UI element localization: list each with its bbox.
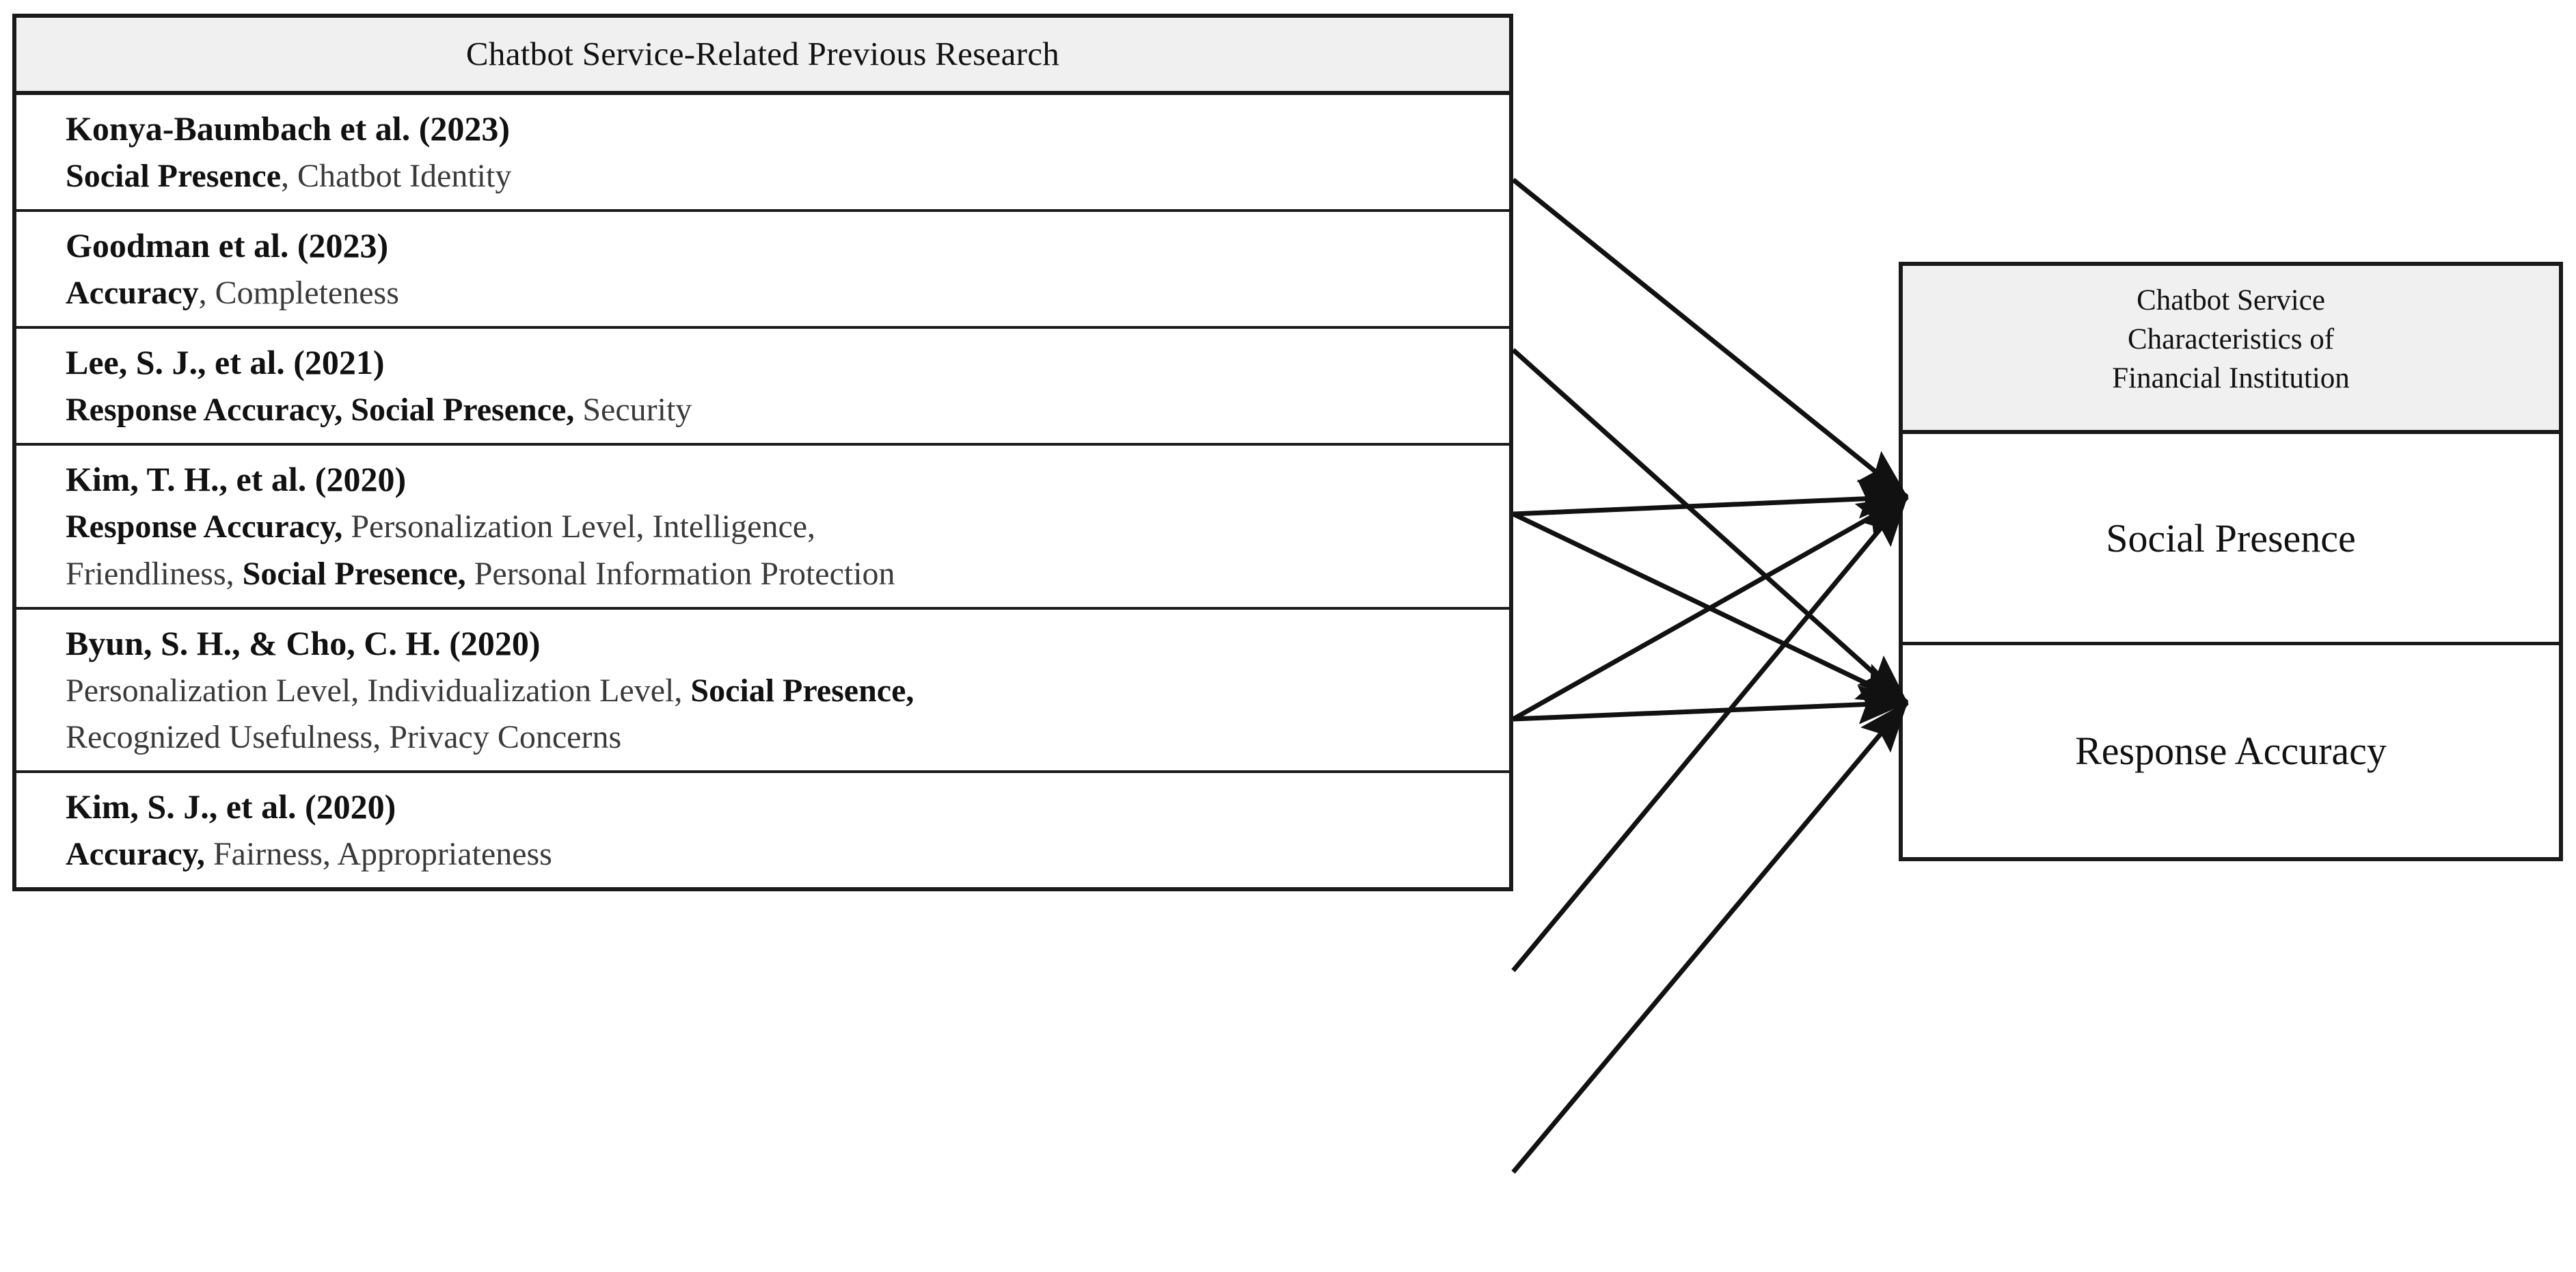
previous-research-table-header: Chatbot Service-Related Previous Researc…: [16, 18, 1509, 95]
research-attributes-line: Response Accuracy, Personalization Level…: [66, 504, 1509, 550]
research-citation: Byun, S. H., & Cho, C. H. (2020): [66, 623, 541, 662]
research-attributes-line: Accuracy, Fairness, Appropriateness: [66, 831, 1509, 878]
attribute-text: Personal Information Protection: [474, 555, 895, 592]
characteristic-social-presence-label: Social Presence: [2106, 515, 2356, 560]
research-attributes-line: Accuracy, Completeness: [66, 270, 1509, 316]
research-citation: Goodman et al. (2023): [66, 226, 389, 265]
attribute-highlighted: Response Accuracy, Social Presence,: [66, 392, 575, 429]
previous-research-row-list: Konya-Baumbach et al. (2023) Social Prese…: [16, 95, 1509, 887]
attribute-text: Security: [582, 392, 692, 429]
attribute-text: [342, 509, 351, 545]
characteristic-response-accuracy-label: Response Accuracy: [2075, 729, 2387, 773]
research-citation: Kim, S. J., et al. (2020): [66, 787, 396, 826]
attribute-text: [466, 556, 474, 592]
attribute-text: [574, 392, 582, 428]
research-attributes-line: Recognized Usefulness, Privacy Concerns: [66, 714, 1509, 761]
characteristic-response-accuracy: Response Accuracy: [1903, 645, 2559, 856]
attribute-highlighted: Social Presence,: [242, 555, 466, 592]
attribute-text: Personalization Level, Individualization…: [66, 672, 691, 709]
connection-arrow: [1513, 685, 1909, 725]
header-line-2: Characteristics of: [2127, 323, 2335, 356]
attribute-text: [205, 836, 213, 872]
attribute-text: Personalization Level, Intelligence,: [351, 509, 816, 545]
connection-arrow: [1511, 701, 1909, 1174]
research-citation: Konya-Baumbach et al. (2023): [66, 109, 510, 148]
research-row: Byun, S. H., & Cho, C. H. (2020) Personal…: [16, 610, 1509, 774]
attribute-text: Recognized Usefulness, Privacy Concerns: [66, 718, 622, 755]
characteristic-social-presence: Social Presence: [1903, 434, 2559, 645]
previous-research-table: Chatbot Service-Related Previous Researc…: [12, 14, 1513, 892]
attribute-text: Completeness: [215, 275, 399, 312]
research-attributes-line: Personalization Level, Individualization…: [66, 668, 1509, 714]
research-citation: Lee, S. J., et al. (2021): [66, 343, 385, 382]
chatbot-characteristics-box: Chatbot Service Characteristics of Finan…: [1899, 262, 2563, 861]
research-row: Konya-Baumbach et al. (2023) Social Prese…: [16, 95, 1509, 213]
chatbot-characteristics-header: Chatbot Service Characteristics of Finan…: [1903, 266, 2559, 434]
attribute-text: Friendliness,: [66, 555, 243, 592]
header-line-3: Financial Institution: [2112, 362, 2350, 395]
connection-arrow: [1511, 348, 1909, 705]
attribute-text: ,: [281, 158, 298, 194]
connection-arrow: [1512, 511, 1909, 705]
connection-arrow: [1512, 494, 1909, 722]
research-attributes-line: Friendliness, Social Presence, Personal …: [66, 551, 1509, 597]
attribute-text: Chatbot Identity: [297, 158, 512, 194]
research-row: Kim, T. H., et al. (2020) Response Accura…: [16, 446, 1509, 610]
attribute-highlighted: Accuracy: [66, 275, 199, 312]
attribute-highlighted: Response Accuracy,: [66, 509, 343, 545]
connection-arrow: [1511, 495, 1909, 973]
attribute-highlighted: Social Presence,: [690, 672, 914, 709]
attribute-highlighted: Social Presence: [66, 158, 282, 194]
connection-arrow: [1513, 479, 1909, 519]
header-line-1: Chatbot Service: [2137, 284, 2325, 316]
research-row: Lee, S. J., et al. (2021) Response Accura…: [16, 329, 1509, 446]
attribute-highlighted: Accuracy,: [66, 836, 205, 873]
research-attributes-line: Response Accuracy, Social Presence, Secu…: [66, 387, 1509, 433]
research-row: Kim, S. J., et al. (2020) Accuracy, Fairn…: [16, 773, 1509, 887]
attribute-text: ,: [198, 275, 215, 312]
research-citation: Kim, T. H., et al. (2020): [66, 460, 407, 499]
connection-arrow: [1511, 178, 1909, 499]
research-attributes-line: Social Presence, Chatbot Identity: [66, 153, 1509, 200]
research-row: Goodman et al. (2023) Accuracy, Completen…: [16, 212, 1509, 329]
attribute-text: Fairness, Appropriateness: [213, 836, 552, 873]
